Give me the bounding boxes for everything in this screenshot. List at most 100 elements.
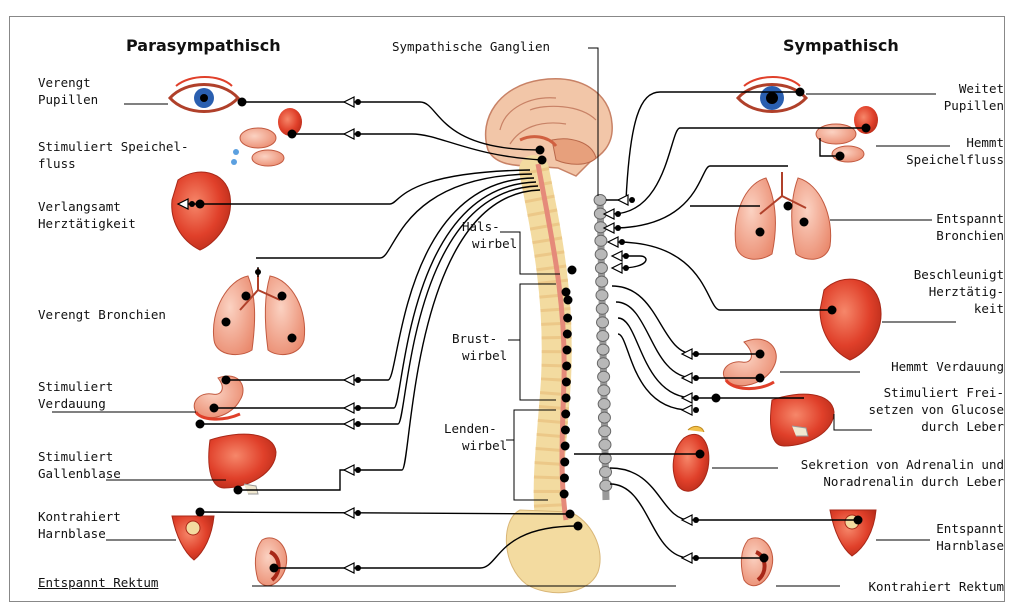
heading-sympathische-ganglien: Sympathische Ganglien	[392, 38, 550, 55]
ganglion	[595, 249, 607, 260]
label-line: Speichelfluss	[906, 151, 1004, 168]
label-beschleunigt-herztaetigkeit: Beschleunigt Herztätig- keit	[914, 266, 1004, 317]
nerve-ending-dot	[561, 442, 570, 451]
nerve-ending-dot	[563, 314, 572, 323]
nerve-ending-dot	[796, 88, 805, 97]
label-line: Stimuliert	[38, 448, 121, 465]
label-line: Herztätig-	[914, 283, 1004, 300]
ganglion	[597, 317, 609, 328]
nerve-ending-dot	[561, 410, 570, 419]
label-line: Verlangsamt	[38, 198, 136, 215]
heart-right	[820, 279, 881, 360]
nerve-ending-dot	[196, 200, 205, 209]
ganglion	[598, 385, 610, 396]
stomach-right	[723, 339, 776, 388]
ganglion	[600, 480, 612, 491]
ganglion	[598, 412, 610, 423]
label-hemmt-speichelfluss: Hemmt Speichelfluss	[906, 134, 1004, 168]
nerve-ending-dot	[210, 404, 219, 413]
nerve-ending-dot	[234, 486, 243, 495]
nerve-ending-dot	[760, 554, 769, 563]
nerve-ending-dot	[756, 228, 765, 237]
label-line: Entspannt	[936, 520, 1004, 537]
ganglion	[596, 303, 608, 314]
label-line: Verengt Bronchien	[38, 306, 166, 323]
liver-right	[771, 394, 835, 446]
nerve-digestion-left-2	[214, 182, 536, 408]
label-verlangsamt-herztaetigkeit: Verlangsamt Herztätigkeit	[38, 198, 136, 232]
ganglion	[595, 235, 607, 246]
label-line: Brust-	[452, 330, 507, 347]
label-line: Herztätigkeit	[38, 215, 136, 232]
nerve-ending-dot	[270, 564, 279, 573]
nerve-ending-dot	[854, 516, 863, 525]
adrenal-kidney-right	[673, 426, 709, 491]
label-line: Kontrahiert Rektum	[869, 578, 1004, 595]
eye-right	[738, 77, 806, 112]
brain	[486, 79, 613, 176]
heart-left	[172, 172, 231, 250]
synapse-marker	[612, 263, 629, 273]
nerve-ending-dot	[196, 420, 205, 429]
ganglion	[597, 344, 609, 355]
label-line: Entspannt Rektum	[38, 574, 158, 591]
nerve-ending-dot	[560, 458, 569, 467]
label-line: Stimuliert Frei-	[869, 384, 1004, 401]
synapse-marker	[682, 553, 699, 563]
nerve-ending-dot	[756, 350, 765, 359]
synapse-marker	[344, 97, 361, 107]
nerve-ending-dot	[536, 146, 545, 155]
label-stimuliert-glucose: Stimuliert Frei- setzen von Glucose durc…	[869, 384, 1004, 435]
label-line: Stimuliert Speichel-	[38, 138, 189, 155]
synapse-marker	[618, 195, 635, 205]
synapse-marker	[344, 508, 361, 518]
nerve-ending-dot	[288, 334, 297, 343]
label-entspannt-rektum: Entspannt Rektum	[38, 574, 158, 591]
ganglion	[597, 331, 609, 342]
leader-glucose-right	[834, 414, 872, 430]
lungs-right	[735, 172, 830, 259]
nerve-ending-dot	[222, 318, 231, 327]
nerve-ending-dot	[568, 266, 577, 275]
label-line: wirbel	[444, 437, 507, 454]
nerve-ending-dot	[828, 306, 837, 315]
nerve-ending-dot	[562, 394, 571, 403]
synapse-marker	[608, 237, 625, 247]
label-brustwirbel: Brust- wirbel	[452, 330, 507, 364]
label-line: setzen von Glucose	[869, 401, 1004, 418]
label-line: Lenden-	[444, 420, 507, 437]
label-line: Hals-	[462, 218, 517, 235]
ganglion	[599, 426, 611, 437]
nerve-digestion-right-1	[612, 286, 760, 354]
label-line: Hemmt Verdauung	[891, 358, 1004, 375]
synapse-marker	[344, 419, 361, 429]
liver-left	[209, 434, 276, 494]
ganglion	[594, 195, 606, 206]
nerve-ending-dot	[574, 522, 583, 531]
salivary-gland-right	[816, 106, 878, 162]
label-line: Sekretion von Adrenalin und	[801, 456, 1004, 473]
synapse-marker	[344, 465, 361, 475]
nerve-ending-dot	[564, 296, 573, 305]
ganglion	[598, 399, 610, 410]
nerve-ending-dot	[696, 450, 705, 459]
label-hemmt-verdauung: Hemmt Verdauung	[891, 358, 1004, 375]
label-line: Gallenblase	[38, 465, 121, 482]
label-halswirbel: Hals- wirbel	[462, 218, 517, 252]
nerve-ending-dot	[238, 98, 247, 107]
heading-sympathisch: Sympathisch	[783, 36, 899, 55]
label-line: Stimuliert	[38, 378, 113, 395]
label-kontrahiert-harnblase: Kontrahiert Harnblase	[38, 508, 121, 542]
synapse-marker	[344, 375, 361, 385]
nerve-ending-dot	[836, 152, 845, 161]
nerve-ending-dot	[242, 292, 251, 301]
synapse-marker	[255, 267, 261, 277]
nerve-ending-dot	[562, 288, 571, 297]
nerve-ending-dot	[278, 292, 287, 301]
ganglion	[595, 263, 607, 274]
synapse-marker	[682, 349, 699, 359]
label-entspannt-harnblase: Entspannt Harnblase	[936, 520, 1004, 554]
synapse-marker	[344, 129, 361, 139]
synapse-marker	[344, 563, 361, 573]
